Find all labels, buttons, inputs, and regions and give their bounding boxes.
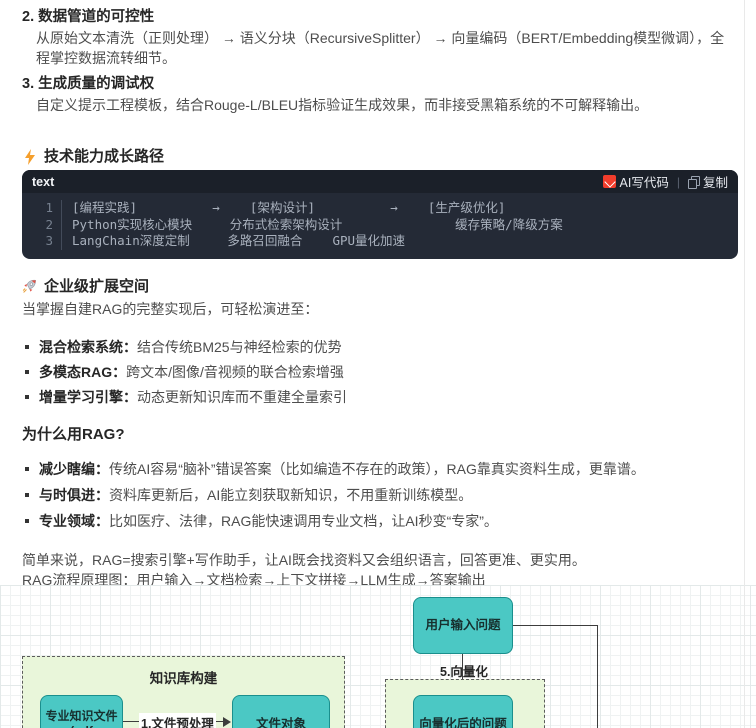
ai-write-code-icon [602,175,616,188]
flow-node-file-object: 文件对象 [232,695,330,728]
enterprise-bullet-2-text: 跨文本/图像/音视频的联合检索增强 [126,363,344,380]
enterprise-bullet-3: 增量学习引擎：动态更新知识库而不重建全量索引 [22,387,736,407]
why-bullet-3-label: 专业领域： [39,512,109,529]
lightning-bolt-icon [22,149,37,165]
rag-flowchart-diagram: 用户输入问题 5.向量化 向量化后的问题 知识库构建 专业知识文件 (pdf 1… [0,585,756,728]
code-line-1: 1 [编程实践] → [架构设计] → [生产级优化] [22,200,738,217]
line-number-2: 2 [22,216,62,233]
copy-code-label: 复制 [702,176,728,190]
code-line-3-text: LangChain深度定制 多路召回融合 GPU量化加速 [72,233,406,248]
flow-node-knowledge-files: 专业知识文件 (pdf [40,695,123,728]
enterprise-bullet-2-label: 多模态RAG： [39,363,127,380]
code-language-label: text [32,174,55,189]
list-item-3-heading: 生成质量的调试权 [38,76,155,92]
rocket-icon [22,279,37,295]
arrowhead-preprocess-icon [223,717,231,727]
enterprise-bullet-list: 混合检索系统：结合传统BM25与神经检索的优势 多模态RAG：跨文本/图像/音视… [22,337,736,407]
enterprise-bullet-1: 混合检索系统：结合传统BM25与神经检索的优势 [22,337,736,357]
ai-write-code-button[interactable]: AI写代码 [602,172,669,191]
code-line-1-text: [编程实践] → [架构设计] → [生产级优化] [72,200,506,215]
section-heading-why-rag: 为什么用RAG? [22,425,125,443]
knowledge-files-line1: 专业知识文件 [45,709,118,723]
why-bullet-2-text: 资料库更新后，AI能立刻获取新知识，不用重新训练模型。 [109,486,473,503]
enterprise-bullet-3-label: 增量学习引擎： [39,388,137,405]
knowledge-files-line2: (pdf [70,724,93,728]
section-heading-growth-label: 技术能力成长路径 [44,148,165,165]
section-heading-enterprise: 企业级扩展空间 [22,277,736,297]
page-right-rule [744,0,745,728]
why-bullet-list: 减少瞎编：传统AI容易“脑补”错误答案（比如编造不存在的政策），RAG靠真实资料… [22,459,736,531]
flow-node-vectorized-question: 向量化后的问题 [413,695,513,728]
ai-write-code-label: AI写代码 [619,176,669,190]
knowledge-base-label: 知识库构建 [149,671,218,686]
code-line-2-text: Python实现核心模块 分布式检索架构设计 缓存策略/降级方案 [72,216,563,232]
why-bullet-1: 减少瞎编：传统AI容易“脑补”错误答案（比如编造不存在的政策），RAG靠真实资料… [22,459,736,479]
code-body: 1 [编程实践] → [架构设计] → [生产级优化] 2 Python实现核心… [22,193,738,259]
why-bullet-3-text: 比如医疗、法律，RAG能快速调用专业文档，让AI秒变“专家”。 [109,512,498,529]
list-item-3-number: 3. [22,76,35,92]
section-heading-enterprise-label: 企业级扩展空间 [44,277,150,295]
line-number-3: 3 [22,233,62,250]
edge-label-preprocess: 1.文件预处理 [139,713,216,728]
list-item-2-heading: 数据管道的可控性 [38,9,155,25]
code-line-3: 3 LangChain深度定制 多路召回融合 GPU量化加速 [22,233,738,250]
line-number-1: 1 [22,200,62,217]
enterprise-bullet-3-text: 动态更新知识库而不重建全量索引 [137,388,347,405]
copy-code-button[interactable]: 复制 [687,172,728,191]
enterprise-intro: 当掌握自建RAG的完整实现后，可轻松演进至： [22,300,319,317]
why-bullet-1-text: 传统AI容易“脑补”错误答案（比如编造不存在的政策），RAG靠真实资料生成，更靠… [109,460,645,477]
code-actions-separator: | [676,174,680,189]
list-item-3: 3.生成质量的调试权 自定义提示工程模板，结合Rouge-L/BLEU指标验证生… [22,74,736,115]
code-line-2: 2 Python实现核心模块 分布式检索架构设计 缓存策略/降级方案 [22,216,738,233]
section-heading-growth: 技术能力成长路径 [22,147,736,167]
why-bullet-2-label: 与时俱进： [39,486,109,503]
list-item-3-body: 自定义提示工程模板，结合Rouge-L/BLEU指标验证生成效果，而非接受黑箱系… [36,97,649,113]
summary-line-1: 简单来说，RAG=搜索引擎+写作助手，让AI既会找资料又会组织语言，回答更准、更… [22,551,586,568]
code-block: text AI写代码 | 复制 1 [编程实践] → [架构设计] → [生产级… [22,170,738,259]
enterprise-bullet-1-label: 混合检索系统： [39,338,137,355]
list-item-2: 2.数据管道的可控性 从原始文本清洗（正则处理） → 语义分块（Recursiv… [22,7,736,68]
code-actions: AI写代码 | 复制 [602,172,728,191]
why-bullet-2: 与时俱进：资料库更新后，AI能立刻获取新知识，不用重新训练模型。 [22,485,736,505]
code-block-header: text AI写代码 | 复制 [22,170,738,193]
ordered-list: 2.数据管道的可控性 从原始文本清洗（正则处理） → 语义分块（Recursiv… [22,7,736,115]
why-bullet-1-label: 减少瞎编： [39,460,109,477]
list-item-2-number: 2. [22,9,35,25]
list-item-3-title: 3.生成质量的调试权 [22,74,736,94]
edge-vectorize [462,654,463,685]
summary-line-2: RAG流程原理图：用户输入→文档检索→上下文拼接→LLM生成→答案输出 [22,571,486,588]
why-bullet-3: 专业领域：比如医疗、法律，RAG能快速调用专业文档，让AI秒变“专家”。 [22,511,736,531]
edge-user-input-right [513,625,598,626]
enterprise-bullet-1-text: 结合传统BM25与神经检索的优势 [137,338,342,355]
flow-node-user-input: 用户输入问题 [413,597,513,654]
list-item-2-body: 从原始文本清洗（正则处理） → 语义分块（RecursiveSplitter） … [36,30,725,66]
edge-label-vectorize: 5.向量化 [440,665,488,679]
edge-user-input-down [597,625,598,728]
copy-icon [687,175,700,189]
enterprise-bullet-2: 多模态RAG：跨文本/图像/音视频的联合检索增强 [22,362,736,382]
list-item-2-title: 2.数据管道的可控性 [22,7,736,27]
